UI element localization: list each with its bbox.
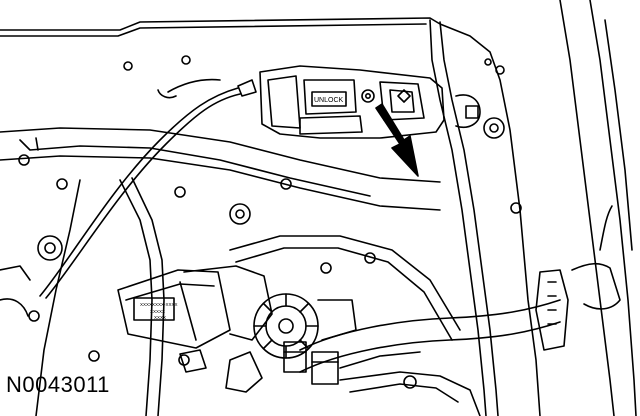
door-latch-module: [260, 66, 504, 138]
panel-fasteners: [19, 56, 521, 365]
svg-text:XXXXXXXX-XXXX: XXXXXXXX-XXXX: [140, 302, 178, 307]
motor-electrical-connectors: [284, 342, 420, 384]
panel-ribs: [36, 178, 460, 416]
left-wire-stub: [0, 266, 30, 316]
lower-trim: [340, 372, 480, 416]
reinforcement-beam: [0, 128, 440, 210]
window-regulator-motor: [118, 266, 356, 392]
motor-label: XXXXXXXX-XXXX XXXXX XXXX: [140, 302, 178, 320]
callout-arrow: [376, 104, 418, 176]
latch-module-label: UNLOCK: [314, 97, 344, 104]
door-main-wire-harness: [300, 206, 620, 372]
svg-text:XXXXX: XXXXX: [150, 309, 165, 314]
svg-text:XXXX: XXXX: [154, 315, 166, 320]
latch-wire-harness: [40, 80, 256, 298]
figure-reference-code: N0043011: [6, 372, 110, 397]
